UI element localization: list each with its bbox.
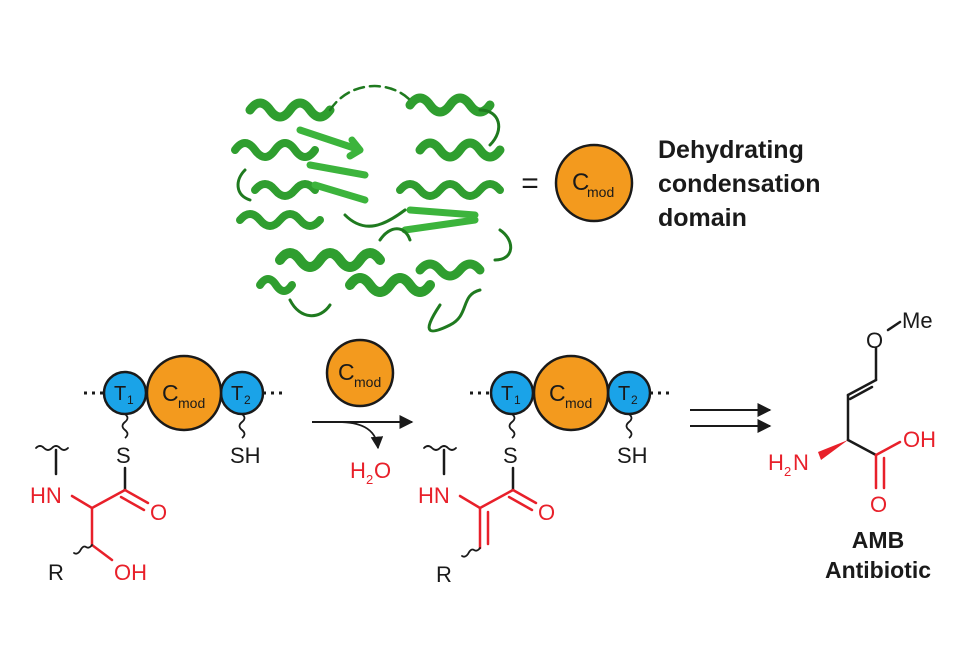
product-carbonyl-o: O <box>870 492 887 517</box>
cmod-legend-circle <box>554 143 634 223</box>
right-r-bond <box>461 547 481 558</box>
right-thiol-sh: SH <box>617 443 648 468</box>
legend-line-1: Dehydrating <box>658 136 804 164</box>
product-o-me-bond <box>886 320 902 332</box>
left-peptide-squiggle <box>35 445 69 451</box>
product-amine-n: N <box>793 450 809 475</box>
left-n-ca-bond <box>70 494 94 510</box>
cmod-legend-sub: mod <box>587 184 614 200</box>
amb-product: O Me H 2 N OH O AMB Antibiotic <box>768 308 936 583</box>
product-ether-o: O <box>866 328 883 353</box>
left-t2-tether <box>238 413 246 439</box>
product-alkene-bond-2 <box>848 385 874 401</box>
water-release-arrow <box>337 421 384 450</box>
product-acid-oh: OH <box>903 427 936 452</box>
left-amine-hn: HN <box>30 483 62 508</box>
protein-structure-illustration <box>231 84 513 333</box>
right-carbonyl-bond-2 <box>507 495 534 512</box>
catalyst-sub: mod <box>354 374 381 390</box>
right-r-group: R <box>436 562 452 587</box>
right-thioester-s: S <box>503 443 518 468</box>
legend: = C mod Dehydrating condensation domain <box>521 136 820 232</box>
product-amine-h: H <box>768 450 784 475</box>
water-o: O <box>374 458 391 483</box>
catalyst-cmod-circle <box>325 338 395 408</box>
left-cmod-letter: C <box>162 380 179 406</box>
left-module: T 1 C mod T 2 S SH HN O R OH <box>30 354 285 585</box>
right-module: T 1 C mod T 2 S SH HN O R <box>418 354 672 587</box>
right-t1-sub: 1 <box>514 393 521 407</box>
left-t1-sub: 1 <box>127 393 134 407</box>
left-t2-letter: T <box>231 383 243 405</box>
product-amine-sub: 2 <box>784 464 791 479</box>
right-cmod-letter: C <box>549 380 566 406</box>
multistep-arrows <box>690 403 772 433</box>
left-cb-oh-bond <box>90 543 114 562</box>
right-cmod-sub: mod <box>565 395 592 411</box>
left-t1-letter: T <box>114 383 126 405</box>
legend-line-2: condensation <box>658 170 821 198</box>
left-carbonyl-o: O <box>150 500 167 525</box>
left-t2-sub: 2 <box>244 393 251 407</box>
left-cb-r-bond <box>73 544 93 555</box>
left-thiol-sh: SH <box>230 443 261 468</box>
right-carbonyl-o: O <box>538 500 555 525</box>
left-t1-tether <box>121 413 129 439</box>
right-t2-sub: 2 <box>631 393 638 407</box>
left-cmod-domain <box>145 354 223 432</box>
right-t2-tether <box>625 413 633 439</box>
right-t2-letter: T <box>618 383 630 405</box>
right-ca-c-bond <box>478 488 515 510</box>
right-t1-letter: T <box>501 383 513 405</box>
catalyst-letter: C <box>338 359 355 385</box>
product-ca-cooh-bond <box>846 438 878 457</box>
right-n-ca-bond <box>458 494 482 510</box>
product-name-line-1: AMB <box>852 527 904 553</box>
right-peptide-squiggle <box>423 445 457 451</box>
left-ca-c-bond <box>90 488 127 510</box>
left-carbonyl-bond-2 <box>119 495 146 512</box>
dehydration-step: C mod H 2 O <box>312 338 414 487</box>
product-alkene-bond-1 <box>846 378 878 397</box>
left-hydroxyl-oh: OH <box>114 560 147 585</box>
right-amine-hn: HN <box>418 483 450 508</box>
product-methyl: Me <box>902 308 933 333</box>
right-cmod-domain <box>532 354 610 432</box>
equals-sign: = <box>521 167 539 200</box>
right-carbonyl-bond-1 <box>511 488 538 505</box>
left-carbonyl-bond-1 <box>123 488 150 505</box>
right-t1-tether <box>508 413 516 439</box>
water-sub: 2 <box>366 472 373 487</box>
left-cmod-sub: mod <box>178 395 205 411</box>
left-thioester-s: S <box>116 443 131 468</box>
product-wedge-bond <box>818 440 848 460</box>
water-h: H <box>350 458 366 483</box>
legend-line-3: domain <box>658 204 747 232</box>
cmod-legend-letter: C <box>572 169 589 196</box>
product-name-line-2: Antibiotic <box>825 557 931 583</box>
left-r-group: R <box>48 560 64 585</box>
product-c-oh-bond <box>874 440 902 457</box>
